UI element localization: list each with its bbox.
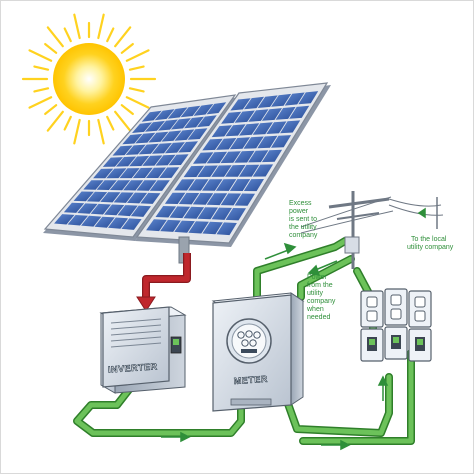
flow-arrow-icon	[377, 375, 389, 401]
local-utility-note: To the local utility company	[407, 236, 454, 251]
solar-panel-icon	[43, 82, 331, 264]
power-from-utility-note: Power from the utility company when need…	[306, 274, 337, 321]
ac-wiring	[73, 237, 415, 445]
inverter-label: INVERTER	[108, 361, 158, 374]
flow-arrow-icon	[264, 242, 297, 260]
inverter-icon: INVERTER	[99, 306, 187, 394]
flow-arrow-icon	[161, 431, 191, 443]
excess-power-note: Excess power is sent to the utility comp…	[289, 200, 319, 239]
flow-arrow-icon	[307, 260, 338, 276]
outlet-icon	[408, 290, 432, 328]
dc-wire	[136, 253, 191, 312]
breaker-switch-icon	[408, 328, 432, 362]
outlet-panel	[360, 288, 432, 362]
breaker-switch-icon	[384, 326, 408, 360]
flow-arrow-icon	[417, 207, 426, 219]
outlet-icon	[360, 290, 384, 328]
flow-arrow-icon	[321, 439, 351, 451]
meter-icon: METER	[211, 292, 305, 412]
sun-icon	[21, 13, 157, 145]
flow-arrows	[161, 207, 426, 451]
breaker-switch-icon	[360, 328, 384, 362]
meter-label: METER	[233, 374, 268, 386]
outlet-icon	[384, 288, 408, 326]
utility-pole-icon	[300, 191, 444, 269]
